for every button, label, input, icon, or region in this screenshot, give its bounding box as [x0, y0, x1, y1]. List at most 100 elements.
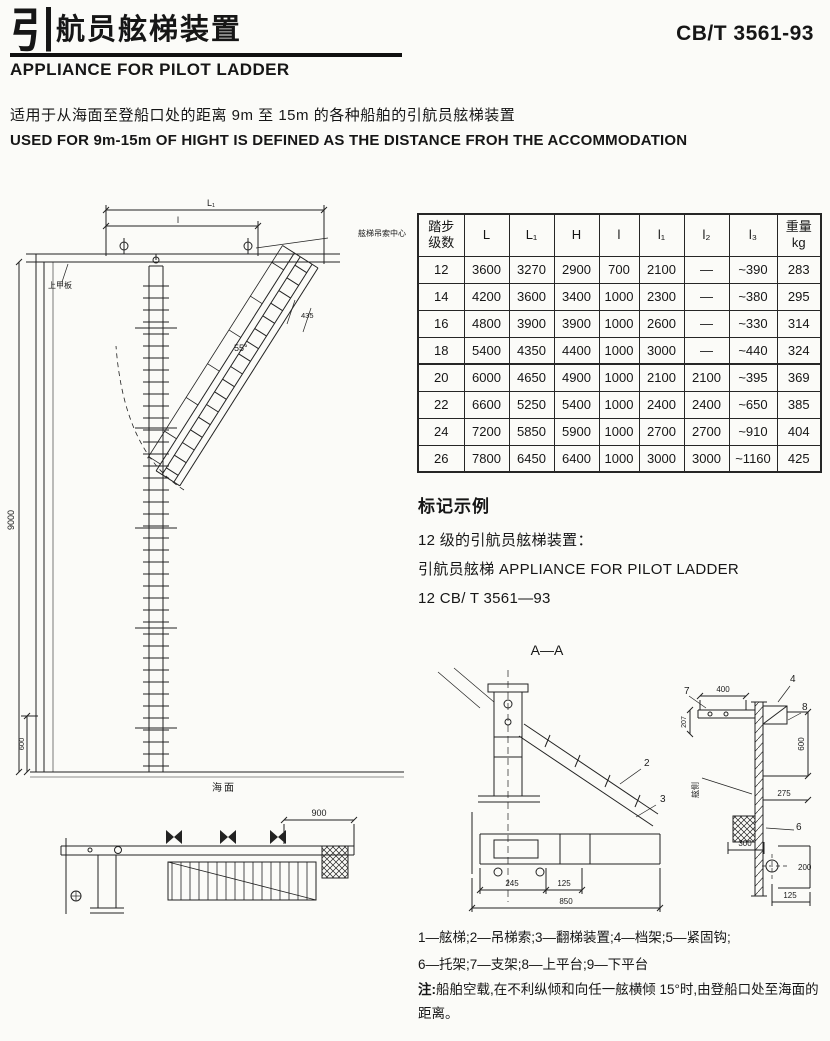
callout-3: 3 [660, 794, 666, 805]
callout-2: 2 [644, 758, 650, 769]
table-cell: 3600 [508, 282, 555, 311]
lower-platform-assembly [471, 812, 661, 877]
stowed-ladder [518, 723, 659, 827]
callout-7: 7 [684, 686, 690, 697]
table-header-cell: L₁ [508, 213, 555, 257]
table-cell: 3400 [553, 282, 600, 311]
table-cell: 6600 [463, 390, 510, 419]
sea-surface-label: 海面 [212, 781, 236, 794]
table-cell: 314 [776, 309, 822, 338]
marking-line-1: 12 级的引航员舷梯装置： [418, 532, 593, 549]
table-cell: 2100 [638, 363, 685, 392]
table-cell: 385 [776, 390, 822, 419]
callout-8: 8 [802, 702, 808, 713]
scope-zh: 适用于从海面至登船口处的距离 9m 至 15m 的各种船舶的引航员舷梯装置 [10, 107, 516, 124]
table-header-cell: l₁ [638, 213, 685, 257]
table-header-cell: l₃ [728, 213, 778, 257]
table-cell: 324 [776, 336, 822, 365]
table-cell: 425 [776, 444, 822, 473]
pilot-rope-ladder [135, 254, 177, 772]
scope-en: USED FOR 9m-15m OF HIGHT IS DEFINED AS T… [10, 132, 688, 149]
table-cell: 5900 [553, 417, 600, 446]
table-cell: 283 [776, 255, 822, 284]
section-aa-drawing: 2 3 245 125 850 [437, 667, 666, 912]
dim-125-label: 125 [557, 879, 571, 888]
aa-dimension-lines [468, 868, 664, 912]
table-cell: 2400 [638, 390, 685, 419]
dim-435-label: 435 [301, 311, 314, 320]
dim-125-label: 125 [783, 891, 797, 900]
table-cell: 3900 [508, 309, 555, 338]
table-cell: 4650 [508, 363, 555, 392]
upper-deck-label: 上甲板 [48, 280, 72, 290]
dim-400-label: 400 [716, 685, 730, 694]
dim-300-label: 300 [738, 839, 752, 848]
table-cell: 24 [417, 417, 465, 446]
table-cell: 3000 [638, 444, 685, 473]
davit-post [478, 683, 540, 803]
table-cell: 22 [417, 390, 465, 419]
marking-example: 标记示例 12 级的引航员舷梯装置： 引航员舷梯 APPLIANCE FOR P… [418, 492, 739, 613]
table-cell: 3000 [683, 444, 730, 473]
marking-line-2: 引航员舷梯 APPLIANCE FOR PILOT LADDER [418, 561, 740, 578]
table-cell: 4800 [463, 309, 510, 338]
title-zh-rest: 航员舷梯装置 [56, 14, 243, 46]
table-cell: 7800 [463, 444, 510, 473]
dim-245-label: 245 [505, 879, 519, 888]
table-cell: 14 [417, 282, 465, 311]
table-cell: 3000 [638, 336, 685, 365]
angle-55-label: 55° [234, 343, 248, 353]
table-cell: ~910 [728, 417, 778, 446]
table-cell: 16 [417, 309, 465, 338]
dim-600-label: 600 [797, 737, 806, 751]
marking-title: 标记示例 [418, 497, 490, 516]
footnote-prefix: 注: [418, 982, 436, 997]
table-header-cell: H [553, 213, 600, 257]
table-cell: ~395 [728, 363, 778, 392]
marking-line-3: 12 CB/ T 3561—93 [418, 590, 551, 607]
lower-bracket [732, 815, 790, 880]
table-cell: 295 [776, 282, 822, 311]
table-cell: 2400 [683, 390, 730, 419]
legend-line-1: 1—舷梯;2—吊梯索;3—翻梯装置;4—档架;5—紧固钩; [418, 930, 731, 945]
table-cell: — [683, 282, 730, 311]
page-title: 引 航员舷梯装置 [10, 6, 402, 57]
table-cell: 404 [776, 417, 822, 446]
dim-200-label: 200 [798, 863, 812, 872]
table-cell: 5850 [508, 417, 555, 446]
shipside-label: 舷侧 [690, 782, 700, 798]
fastening-hook [762, 705, 788, 725]
dim-l-label: l [177, 215, 179, 225]
swing-arc [115, 345, 185, 491]
table-cell: 4400 [553, 336, 600, 365]
shipside-shell [751, 701, 767, 897]
table-cell: 2700 [683, 417, 730, 446]
table-cell: 1000 [598, 417, 640, 446]
dim-9000-label: 9000 [6, 510, 16, 530]
dim-275-label: 275 [777, 789, 791, 798]
table-cell: 5250 [508, 390, 555, 419]
table-cell: 20 [417, 363, 465, 392]
footnote-body: 船舶空载,在不利纵倾和向任一舷横倾 15°时,由登船口处至海面的距离。 [418, 982, 819, 1021]
table-cell: ~440 [728, 336, 778, 365]
table-cell: — [683, 336, 730, 365]
dim-L1-label: L₁ [207, 198, 215, 208]
table-cell: 7200 [463, 417, 510, 446]
table-cell: 1000 [598, 390, 640, 419]
sea-surface-line [30, 771, 404, 778]
table-cell: 2900 [553, 255, 600, 284]
table-cell: 369 [776, 363, 822, 392]
table-cell: 3900 [553, 309, 600, 338]
table-cell: 3270 [508, 255, 555, 284]
